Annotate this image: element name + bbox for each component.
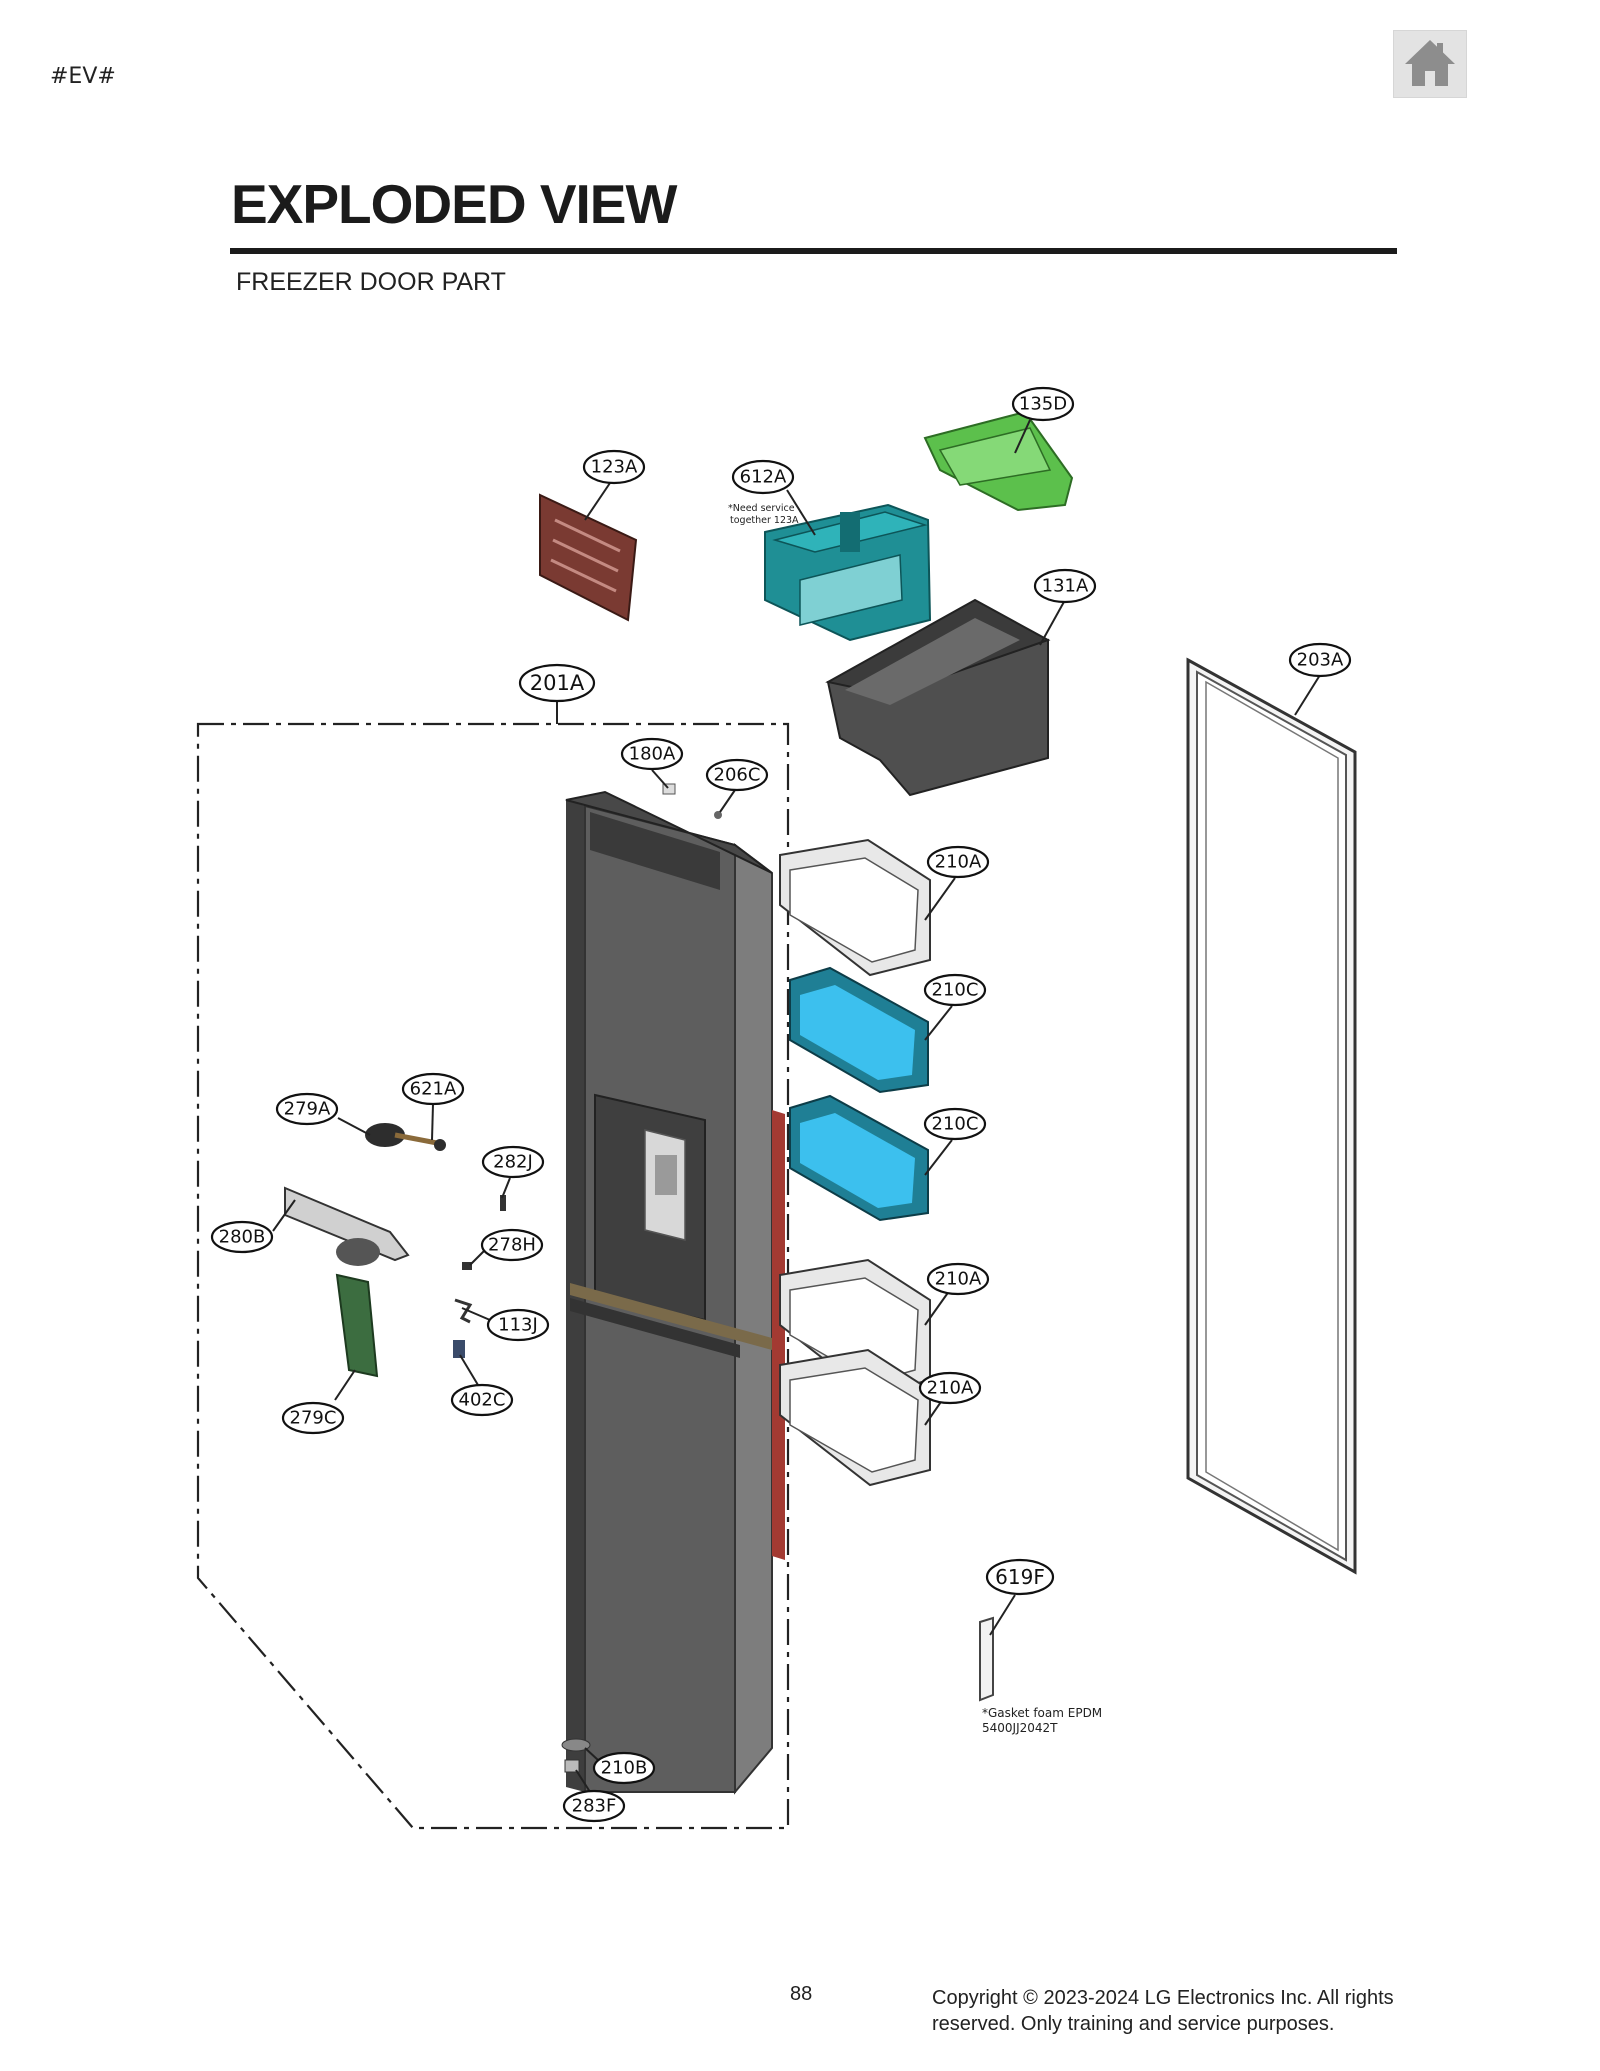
callout-282j: 282J [493,1152,533,1173]
home-button[interactable] [1393,30,1467,98]
callout-210a-lower: 210A [927,1378,974,1399]
door-gasket-part [1186,657,1357,1575]
assembly-boundary [196,722,790,1830]
spring-part-113j [454,1298,473,1324]
callout-210b: 210B [601,1758,648,1779]
door-basket-210c-lower [789,1094,929,1222]
callout-279c: 279C [290,1408,337,1429]
gasket-note-line2: 5400JJ2042T [982,1721,1058,1735]
callout-123a: 123A [591,457,638,478]
callout-210a-middle: 210A [935,1269,982,1290]
door-basket-210c-upper [789,966,929,1094]
filter-cover-part [335,1273,379,1378]
copyright-notice: Copyright © 2023-2024 LG Electronics Inc… [932,1985,1452,2037]
home-icon [1405,40,1455,86]
callout-619f: 619F [995,1565,1045,1589]
gasket-note-line1: *Gasket foam EPDM [982,1706,1102,1720]
document-code: #EV# [50,64,116,89]
hinge-part-210b [561,1738,591,1752]
cap-part-180a [662,783,676,795]
callout-278h: 278H [488,1235,536,1256]
callout-206c: 206C [714,765,761,786]
callout-283f: 283F [572,1796,617,1817]
callout-201a: 201A [530,671,585,695]
copyright-line-1: Copyright © 2023-2024 LG Electronics Inc… [932,1987,1394,2009]
callout-210c-lower: 210C [932,1114,979,1135]
auger-part [923,410,1074,512]
callout-113j: 113J [498,1315,538,1336]
gasket-foam-part [979,1616,994,1702]
title-divider [230,248,1397,254]
ice-compartment-cover-part [539,493,638,622]
callout-621a: 621A [410,1079,457,1100]
page-title: EXPLODED VIEW [231,173,677,235]
dispenser-cover-part [284,1186,410,1266]
dispenser-lever-part [365,1123,446,1151]
page-number: 88 [790,1983,813,2005]
callout-210a-upper: 210A [935,852,982,873]
freezer-door-part [565,790,785,1795]
callout-279a: 279A [284,1099,331,1120]
callout-612a: 612A [740,467,787,488]
screw-part-206c [714,811,722,819]
page-subtitle: FREEZER DOOR PART [236,268,506,296]
switch-part-282j [500,1195,506,1211]
service-note-line2: together 123A [730,515,799,526]
callout-210c-upper: 210C [932,980,979,1001]
callout-131a: 131A [1042,576,1089,597]
door-basket-210a-upper [779,838,931,977]
callout-402c: 402C [459,1390,506,1411]
ice-bin-part [825,598,1051,797]
hinge-pin-part-283f [564,1759,580,1773]
callout-203a: 203A [1297,650,1344,671]
switch-part-278h [462,1262,472,1270]
ice-maker-part [764,503,932,642]
sensor-part-402c [453,1340,465,1358]
callout-180a: 180A [629,744,676,765]
service-note-line1: *Need service [728,503,795,514]
door-basket-210a-lower [779,1348,931,1487]
callout-135d: 135D [1019,394,1067,415]
door-basket-210a-middle [779,1258,931,1397]
callout-280b: 280B [219,1227,266,1248]
copyright-line-2: reserved. Only training and service purp… [932,2013,1335,2035]
